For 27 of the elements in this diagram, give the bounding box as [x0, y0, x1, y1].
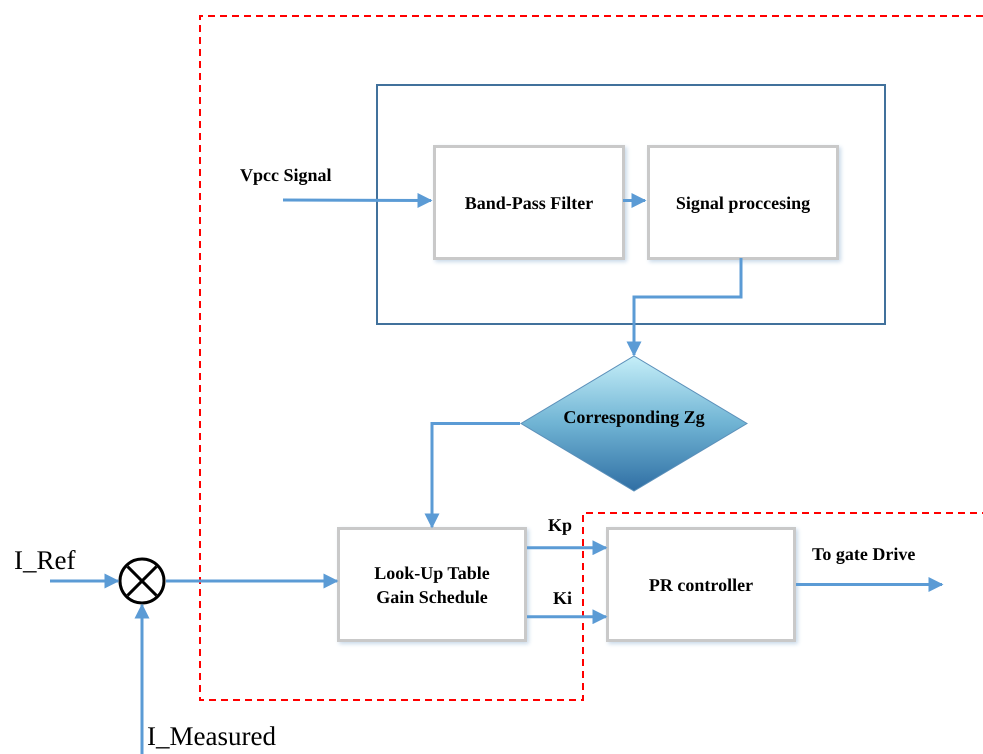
arrow [50, 574, 120, 588]
arrow [527, 609, 608, 624]
edge-label: Ki [553, 587, 572, 610]
node-label: PR controller [648, 574, 754, 596]
edge-label: Vpcc Signal [240, 164, 332, 186]
edge-label: I_Measured [147, 720, 276, 753]
node-label: Look-Up Table Gain Schedule [373, 562, 491, 608]
arrow [796, 577, 944, 592]
arrow [527, 540, 608, 556]
arrow [424, 422, 520, 528]
summing-junction [118, 557, 166, 605]
process-box [606, 527, 796, 642]
edge-label: To gate Drive [812, 543, 916, 566]
arrow [623, 193, 646, 208]
node-label: Corresponding Zg [563, 406, 705, 428]
process-box [647, 145, 839, 260]
node-label: Band-Pass Filter [464, 192, 594, 214]
arrow [283, 192, 432, 208]
arrow [166, 574, 338, 589]
edge-label: Kp [548, 514, 572, 536]
arrow [134, 604, 150, 754]
edge-label: I_Ref [14, 544, 76, 577]
arrow [626, 258, 742, 356]
process-box [433, 145, 625, 260]
process-box [337, 527, 527, 642]
node-label: Signal proccesing [676, 192, 810, 214]
group-box [376, 84, 886, 325]
